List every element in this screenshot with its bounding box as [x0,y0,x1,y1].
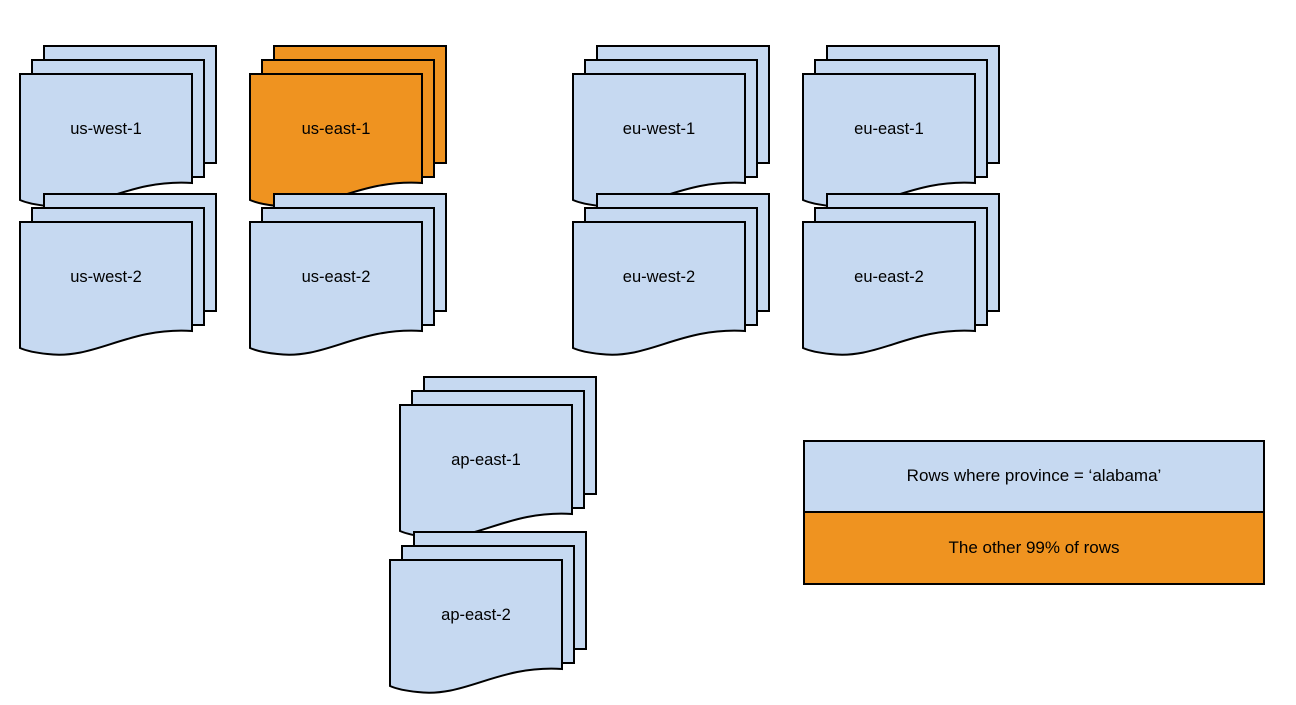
region-stack-ap-east-2[interactable]: ap-east-2 [389,531,590,705]
region-label-us-east-2: us-east-2 [302,268,371,286]
card-layer-front [572,221,746,356]
region-label-us-west-1: us-west-1 [70,120,142,138]
region-stack-us-west-1[interactable]: us-west-1 [19,45,220,219]
card-layer-front [572,73,746,208]
region-stack-eu-west-1[interactable]: eu-west-1 [572,45,773,219]
card-layer-front [389,559,563,694]
card-layer-front [249,73,423,208]
region-stack-ap-east-1[interactable]: ap-east-1 [399,376,600,550]
region-stack-shape-eu-east-1: eu-east-1 [802,45,1000,208]
region-label-ap-east-2: ap-east-2 [441,606,511,624]
card-layer-front [399,404,573,539]
region-stack-eu-east-2[interactable]: eu-east-2 [802,193,1003,367]
legend-label-legend-orange: The other 99% of rows [948,537,1120,557]
card-layer-front [19,221,193,356]
region-stack-eu-west-2[interactable]: eu-west-2 [572,193,773,367]
region-label-ap-east-1: ap-east-1 [451,451,521,469]
region-label-us-east-1: us-east-1 [302,120,371,138]
region-label-us-west-2: us-west-2 [70,268,142,286]
region-label-eu-west-2: eu-west-2 [623,268,695,286]
legend-row-legend-orange: The other 99% of rows [805,512,1263,583]
region-label-eu-west-1: eu-west-1 [623,120,695,138]
card-layer-front [802,73,976,208]
region-stack-shape-eu-west-1: eu-west-1 [572,45,770,208]
region-label-eu-east-2: eu-east-2 [854,268,924,286]
diagram-canvas: us-west-1 us-west-2 us-east-1 us-east-2 eu-w… [19,45,1265,694]
region-stack-shape-eu-west-2: eu-west-2 [572,193,770,356]
card-layer-front [249,221,423,356]
legend-row-legend-blue: Rows where province = ‘alabama’ [805,442,1263,513]
region-stack-shape-ap-east-1: ap-east-1 [399,376,597,539]
region-stack-us-east-1[interactable]: us-east-1 [249,45,450,219]
region-stack-shape-us-west-1: us-west-1 [19,45,217,208]
legend-label-legend-blue: Rows where province = ‘alabama’ [906,466,1162,486]
region-stack-shape-us-east-1: us-east-1 [249,45,447,208]
region-stack-us-east-2[interactable]: us-east-2 [249,193,450,367]
region-stack-shape-us-east-2: us-east-2 [249,193,447,356]
card-layer-front [19,73,193,208]
region-stack-shape-us-west-2: us-west-2 [19,193,217,356]
region-stack-eu-east-1[interactable]: eu-east-1 [802,45,1003,219]
region-label-eu-east-1: eu-east-1 [854,120,924,138]
region-stack-shape-ap-east-2: ap-east-2 [389,531,587,694]
region-stack-shape-eu-east-2: eu-east-2 [802,193,1000,356]
region-stack-us-west-2[interactable]: us-west-2 [19,193,220,367]
card-layer-front [802,221,976,356]
legend: Rows where province = ‘alabama’ The other… [803,440,1265,585]
